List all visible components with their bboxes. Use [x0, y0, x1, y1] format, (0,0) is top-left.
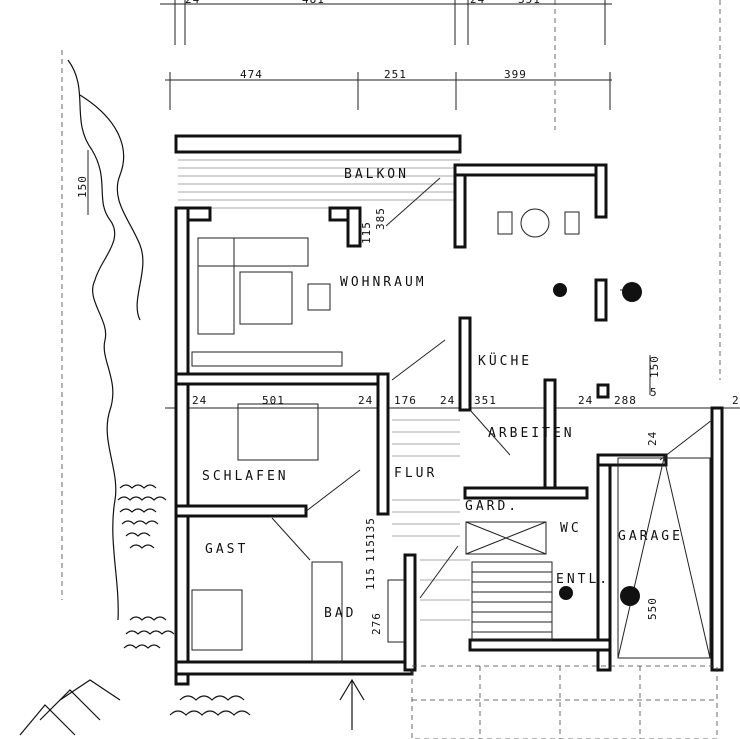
- column-marker: [559, 586, 573, 600]
- dim-mid-5: 5: [650, 386, 658, 399]
- furniture: [191, 208, 711, 663]
- terrain-outline-inner: [79, 94, 144, 321]
- room-label-arbeiten: ARBEITEN: [488, 426, 575, 441]
- dim-top-24a: 24: [185, 0, 200, 6]
- dim-bad-276: 276: [370, 612, 383, 635]
- dim-mid-501: 501: [262, 394, 285, 407]
- dim-top-351: 351: [518, 0, 541, 6]
- dim-left-150: 150: [76, 175, 89, 198]
- dim-mid-288: 288: [614, 394, 637, 407]
- dim-right-24: 24: [646, 431, 659, 446]
- room-label-gard: GARD.: [465, 499, 519, 514]
- column-marker: [620, 586, 640, 606]
- balkon-area: [174, 134, 462, 209]
- room-label-gast: GAST: [205, 542, 248, 557]
- dim-bad-115b: 115: [364, 567, 377, 590]
- flur-floor: [392, 419, 470, 621]
- shrubs: [19, 484, 365, 736]
- room-label-flur: FLUR: [394, 466, 437, 481]
- room-label-bad: BAD: [324, 606, 356, 621]
- dim-mid-24c: 24: [440, 394, 455, 407]
- dim-mid-2: 2: [732, 394, 740, 407]
- dim-row2-399: 399: [504, 68, 527, 81]
- walls: [174, 163, 724, 686]
- door-swings: [271, 177, 713, 599]
- room-label-kueche: KÜCHE: [478, 352, 532, 369]
- dim-mid-24a: 24: [192, 394, 207, 407]
- terrain-outline: [67, 59, 119, 621]
- dim-mid-351: 351: [474, 394, 497, 407]
- dim-wr-115: 115: [360, 221, 373, 244]
- room-label-garage: GARAGE: [618, 529, 683, 544]
- staircase: [465, 521, 553, 641]
- dim-bad-135: 135: [364, 517, 377, 540]
- column-marker: [622, 282, 642, 302]
- dim-wr-385: 385: [374, 207, 387, 230]
- column-marker: [553, 283, 567, 297]
- dim-mid-176: 176: [394, 394, 417, 407]
- dim-top-481: 481: [302, 0, 325, 6]
- terrace-outline: [411, 665, 718, 739]
- dim-mid-24b: 24: [358, 394, 373, 407]
- dim-mid-24d: 24: [578, 394, 593, 407]
- room-label-wc: WC: [560, 521, 582, 536]
- dim-bad-115: 115: [364, 539, 377, 562]
- room-label-entl: ENTL.: [556, 572, 610, 587]
- dim-row2-474: 474: [240, 68, 263, 81]
- room-label-balkon: BALKON: [344, 167, 409, 182]
- dim-top-24b: 24: [470, 0, 485, 6]
- dim-right-150: 150: [648, 355, 661, 378]
- room-label-wohnraum: WOHNRAUM: [340, 275, 427, 290]
- room-label-schlafen: SCHLAFEN: [202, 469, 289, 484]
- dim-row2-251: 251: [384, 68, 407, 81]
- dim-garage-550: 550: [646, 597, 659, 620]
- dimension-lines: [61, 0, 740, 600]
